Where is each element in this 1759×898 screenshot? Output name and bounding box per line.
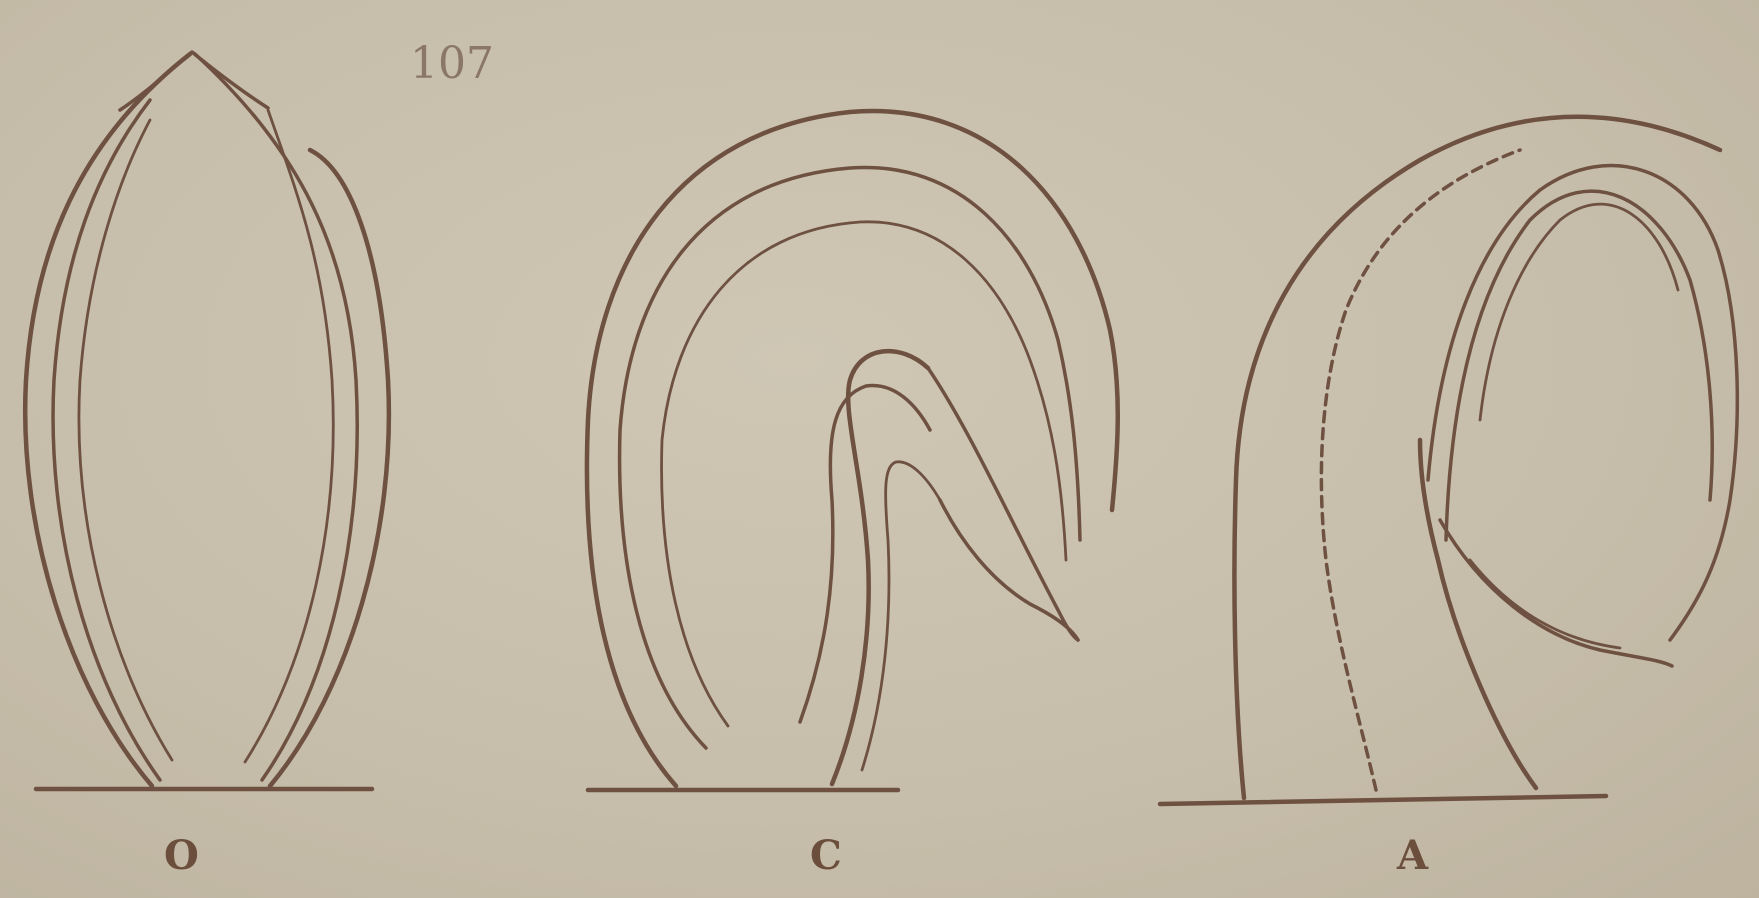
left-outer-arc-o bbox=[25, 54, 190, 786]
figure-c-hooked-sprout bbox=[587, 111, 1118, 790]
figure-o-closed-sprout bbox=[25, 52, 389, 789]
left-inner-arc-o bbox=[79, 120, 172, 760]
right-stem-a bbox=[1420, 440, 1536, 788]
tip-o bbox=[120, 52, 268, 110]
figure-a-arched-sprout bbox=[1160, 117, 1737, 804]
lower-curve-inner-a bbox=[1470, 560, 1620, 648]
left-outer-arc-a bbox=[1234, 117, 1720, 798]
label-c: C bbox=[810, 832, 842, 879]
lower-curve-a bbox=[1440, 520, 1672, 666]
loop-inner-a bbox=[1480, 204, 1678, 420]
inner-stem-middle-c bbox=[800, 386, 930, 722]
loop-middle-a bbox=[1446, 191, 1712, 540]
inner-stem-outer-c bbox=[832, 351, 928, 784]
label-o: O bbox=[164, 832, 199, 879]
second-arch-c bbox=[620, 167, 1080, 748]
inner-stem-inner-c bbox=[862, 462, 940, 770]
ground-line-a bbox=[1160, 796, 1606, 804]
label-a: A bbox=[1397, 832, 1428, 879]
hook-upper-c bbox=[928, 368, 1078, 640]
figure-number: 107 bbox=[410, 38, 494, 89]
hook-lower-c bbox=[940, 500, 1078, 640]
